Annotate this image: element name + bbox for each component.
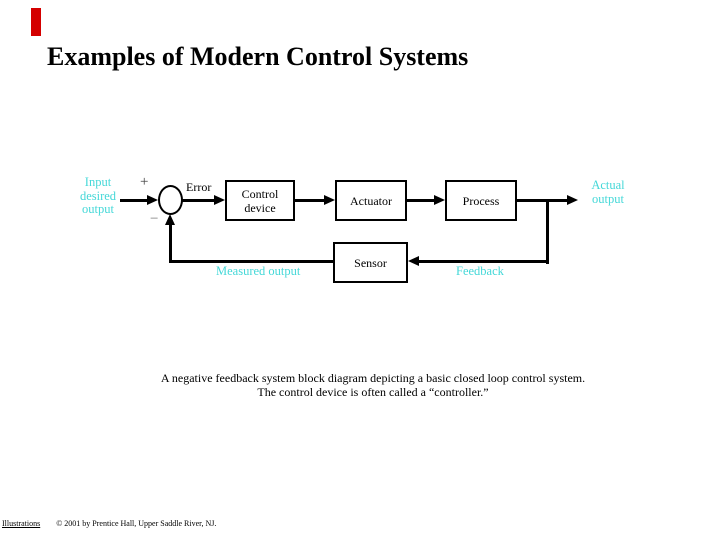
illustrations-link[interactable]: Illustrations <box>2 519 41 528</box>
sensor-arrowhead-icon <box>408 256 419 266</box>
summing-junction <box>158 185 183 215</box>
output-signal-line <box>517 199 568 202</box>
footer: Illustrations © 2001 by Prentice Hall, U… <box>2 519 702 528</box>
copyright-text: © 2001 by Prentice Hall, Upper Saddle Ri… <box>56 519 217 528</box>
feedback-riser-line <box>169 225 172 263</box>
feedback-label: Feedback <box>456 264 504 278</box>
error-label: Error <box>186 180 212 194</box>
input-arrowhead-icon <box>147 195 158 205</box>
control-device-block: Control device <box>225 180 295 221</box>
process-block: Process <box>445 180 517 221</box>
page-title: Examples of Modern Control Systems <box>47 42 469 71</box>
caption-line-2: The control device is often called a “co… <box>257 384 489 399</box>
feedback-branch-line <box>546 199 549 264</box>
plus-sign: + <box>140 174 149 190</box>
sensor-block: Sensor <box>333 242 408 283</box>
input-signal-line <box>120 199 148 202</box>
figure-caption: A negative feedback system block diagram… <box>73 371 673 399</box>
minus-sign: − <box>150 211 159 227</box>
actuator-to-process-line <box>407 199 435 202</box>
junction-arrowhead-icon <box>165 214 175 225</box>
feedback-right-line <box>419 260 549 263</box>
error-arrowhead-icon <box>214 195 225 205</box>
actuator-block: Actuator <box>335 180 407 221</box>
input-desired-output-label: Input desired output <box>79 175 117 216</box>
output-arrowhead-icon <box>567 195 578 205</box>
actual-output-label: Actual output <box>591 178 625 206</box>
error-signal-line <box>182 199 215 202</box>
measured-output-label: Measured output <box>216 264 301 278</box>
red-accent-bar <box>31 8 41 36</box>
caption-line-1: A negative feedback system block diagram… <box>160 371 586 385</box>
process-arrowhead-icon <box>434 195 445 205</box>
measured-output-line <box>169 260 333 263</box>
actuator-arrowhead-icon <box>324 195 335 205</box>
control-to-actuator-line <box>295 199 325 202</box>
